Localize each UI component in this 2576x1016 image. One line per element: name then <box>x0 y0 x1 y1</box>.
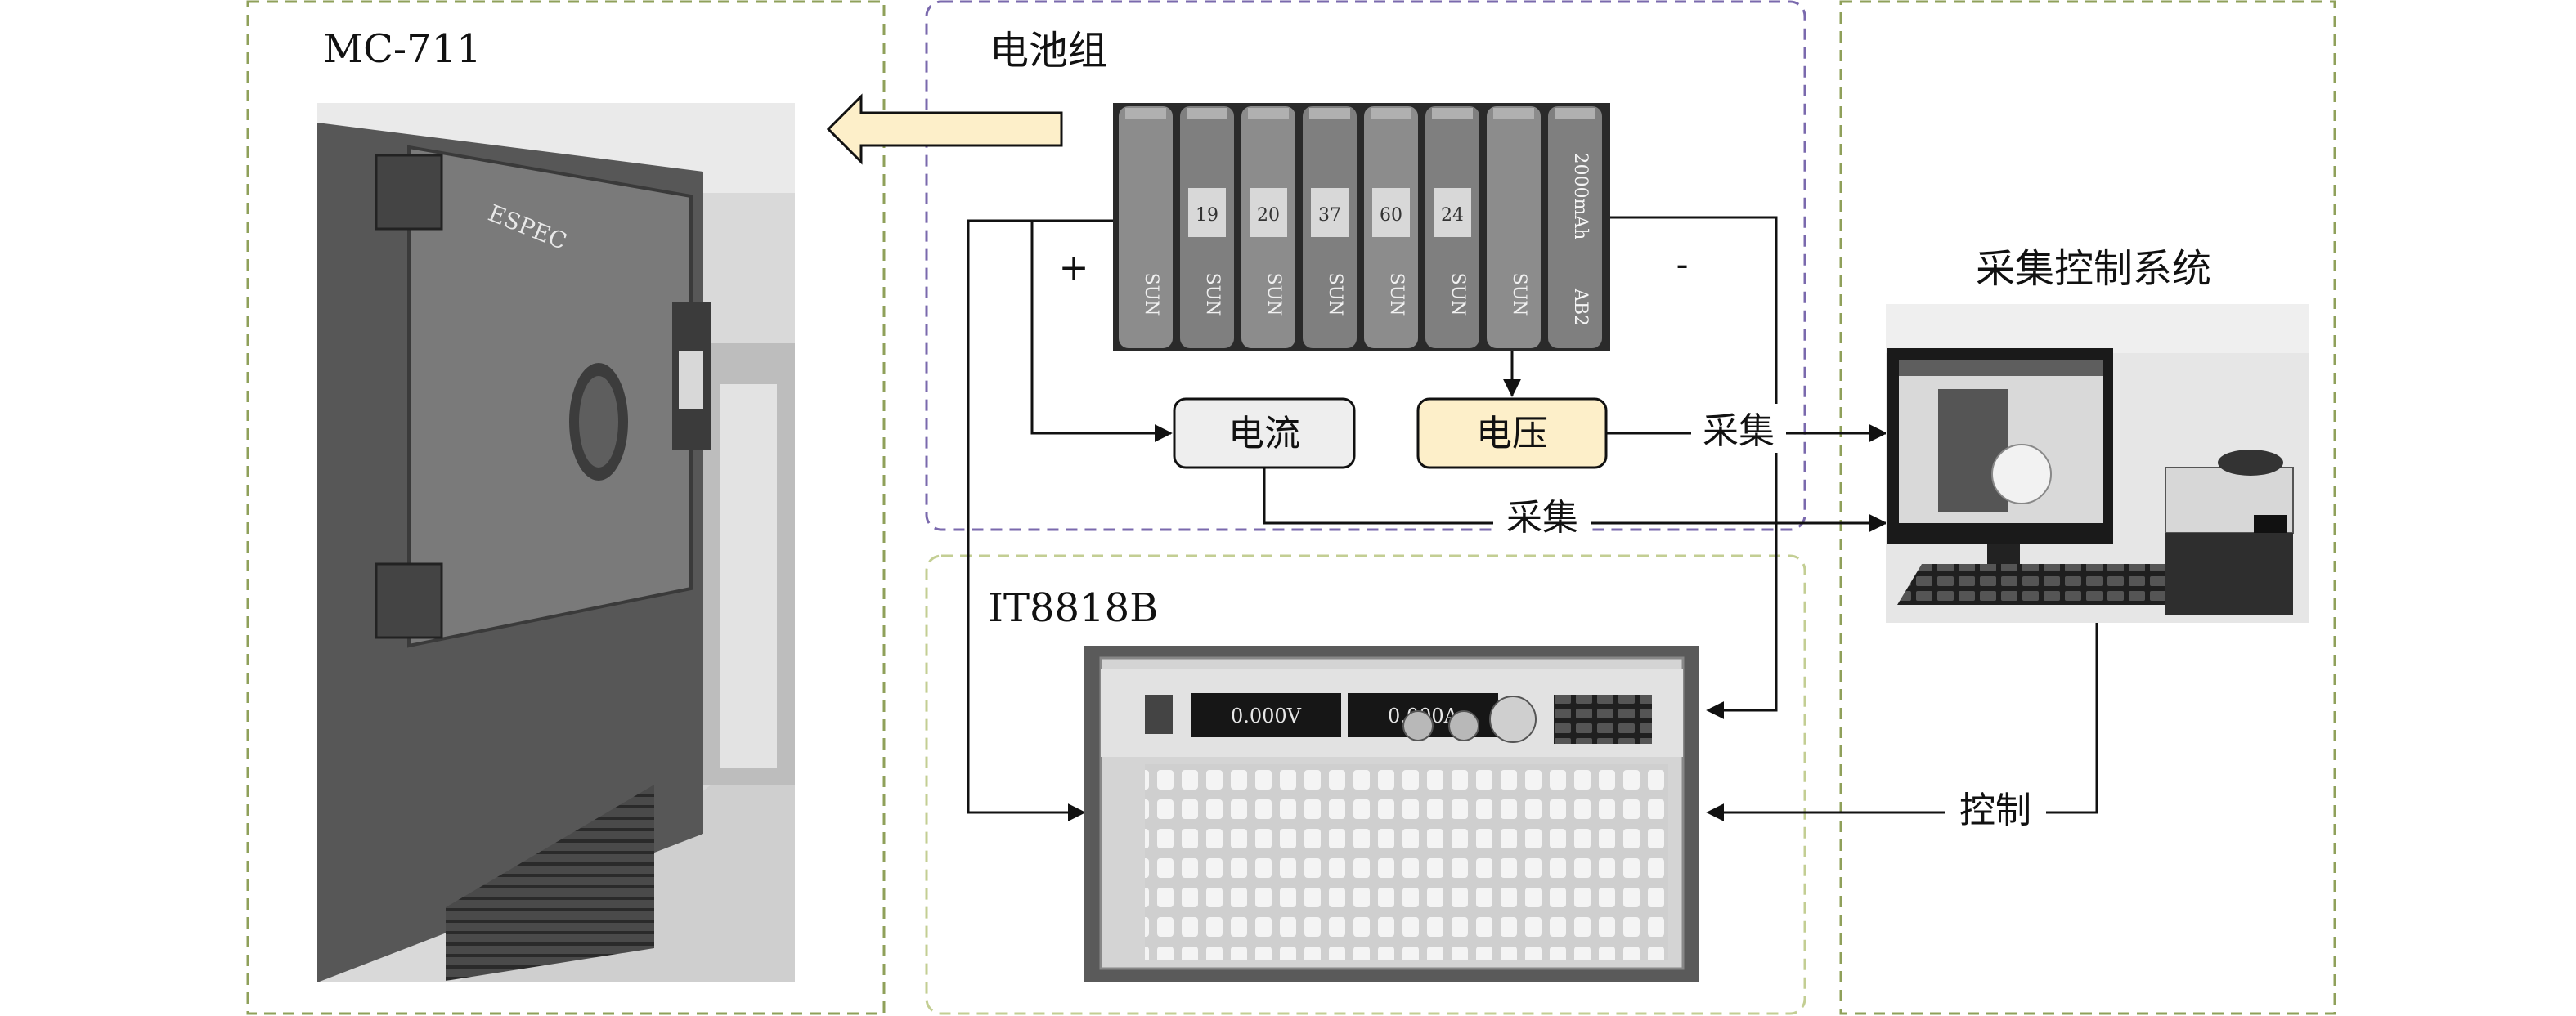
battery-group-frame <box>925 0 1806 531</box>
cell-tag: 37 <box>1318 205 1341 226</box>
cell-brand-label: SUN <box>1386 273 1407 316</box>
environmental-chamber-photo: ESPEC <box>317 103 795 982</box>
battery-cell: SUN 19 <box>1180 106 1234 348</box>
load-voltage-readout: 0.000V <box>1231 705 1302 727</box>
cell-brand-label: SUN <box>1447 273 1468 316</box>
battery-cell: SUN 24 <box>1425 106 1479 348</box>
battery-cell: SUN 37 <box>1303 106 1357 348</box>
positive-lead <box>967 219 1113 821</box>
battery-title: 电池组 <box>990 28 1107 74</box>
chamber-group-frame <box>246 0 886 1015</box>
cell-brand-label: SUN <box>1202 273 1223 316</box>
cell-tag: 19 <box>1196 205 1218 226</box>
cell-brand-label: SUN <box>1325 273 1345 316</box>
cell-model-label: AB2 <box>1570 288 1591 326</box>
wiring <box>967 216 2098 821</box>
control-system-title: 采集控制系统 <box>1976 246 2211 292</box>
positive-terminal-label: + <box>1059 247 1089 289</box>
voltage-collect-label: 采集 <box>1703 410 1775 452</box>
control-label: 控制 <box>1959 790 2031 831</box>
negative-lead <box>1610 216 1778 719</box>
voltage-label: 电压 <box>1476 413 1548 454</box>
electronic-load-photo: 0.000V 0.000A <box>1084 646 1699 982</box>
placement-arrow <box>826 93 1063 165</box>
load-title: IT8818B <box>988 585 1158 631</box>
battery-cell: SUN 60 <box>1364 106 1418 348</box>
cell-brand-label: SUN <box>1263 273 1284 316</box>
current-collect-label: 采集 <box>1506 497 1578 539</box>
chamber-title: MC-711 <box>323 26 482 72</box>
battery-cell: SUN <box>1119 106 1173 348</box>
cell-tag: 20 <box>1257 205 1280 226</box>
control-group-frame <box>1839 0 2336 1015</box>
battery-cell: SUN 20 <box>1241 106 1295 348</box>
control-system-photo <box>1886 304 2309 623</box>
cell-brand-label: SUN <box>1141 273 1161 316</box>
current-collect-line <box>1263 468 1887 532</box>
positive-to-current <box>1030 221 1173 442</box>
cell-tag: 60 <box>1380 205 1402 226</box>
current-label: 电流 <box>1228 413 1300 454</box>
control-line <box>1706 623 2098 821</box>
negative-terminal-label: - <box>1676 244 1689 285</box>
cell-tag: 24 <box>1441 205 1464 226</box>
cell-capacity-label: 2000mAh <box>1570 153 1591 240</box>
cell-brand-label: SUN <box>1509 273 1529 316</box>
battery-cell: SUN <box>1487 106 1541 348</box>
load-group-frame <box>925 554 1806 1015</box>
